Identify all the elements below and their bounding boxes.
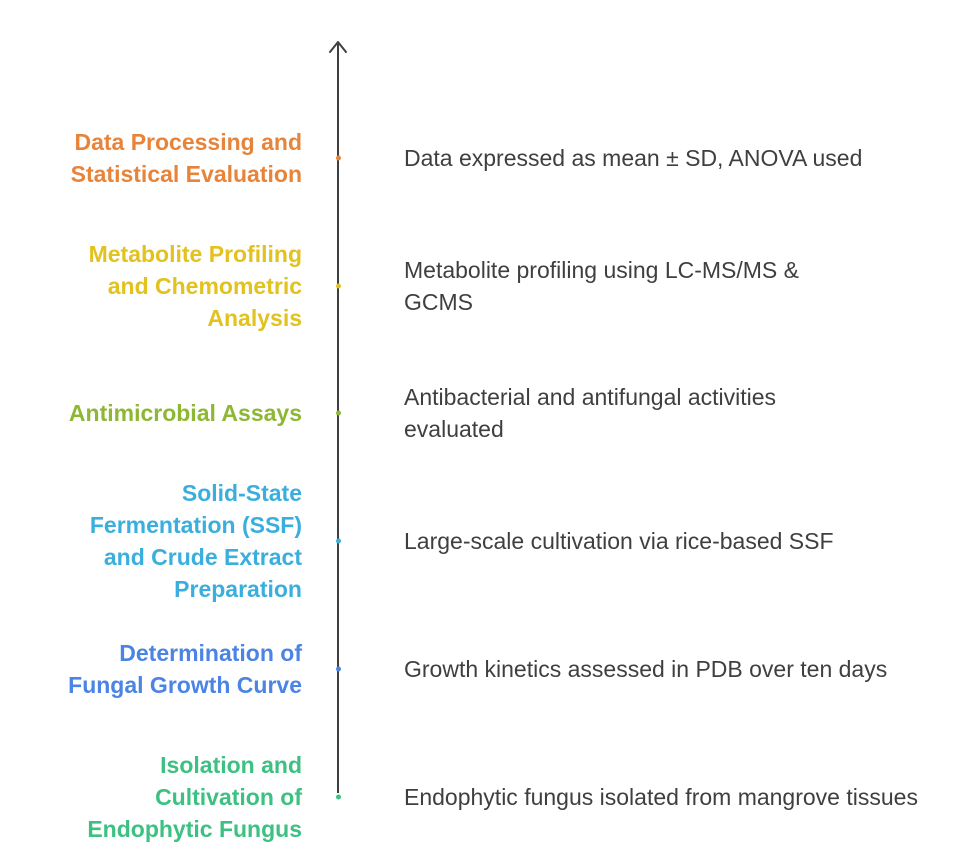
step-label-line: Cultivation of: [155, 784, 302, 810]
step-description-fungal-growth-curve: Growth kinetics assessed in PDB over ten…: [404, 656, 888, 682]
step-marker-fungal-growth-curve: [336, 666, 341, 672]
step-label-line: Fungal Growth Curve: [68, 672, 302, 698]
axis-arrowhead-icon: [329, 41, 347, 53]
step-label-line: Analysis: [207, 305, 302, 331]
step-description-antimicrobial-assays: Antibacterial and antifungal activities …: [404, 384, 777, 442]
step-label-line: Data Processing and: [74, 129, 302, 155]
step-label-antimicrobial-assays: Antimicrobial Assays: [2, 397, 302, 429]
step-label-line: Solid-State: [181, 480, 302, 506]
step-label-fungal-growth-curve: Determination of Fungal Growth Curve: [2, 637, 302, 701]
step-marker-antimicrobial-assays: [336, 410, 341, 416]
step-label-line: Isolation and: [160, 752, 302, 778]
step-label-line: Preparation: [174, 576, 302, 602]
step-label-line: Antimicrobial Assays: [68, 400, 302, 426]
step-label-line: and Chemometric: [107, 273, 302, 299]
step-label-line: Endophytic Fungus: [87, 816, 302, 842]
step-description-data-processing: Data expressed as mean ± SD, ANOVA used: [404, 145, 863, 171]
step-description-isolation-cultivation: Endophytic fungus isolated from mangrove…: [404, 784, 918, 810]
step-marker-data-processing: [336, 155, 341, 161]
step-marker-solid-state-fermentation: [336, 538, 341, 544]
step-label-line: Determination of: [119, 640, 302, 666]
step-label-line: Statistical Evaluation: [70, 161, 302, 187]
step-marker-isolation-cultivation: [336, 794, 341, 800]
step-label-line: Metabolite Profiling: [88, 241, 302, 267]
step-label-line: Fermentation (SSF): [89, 512, 302, 538]
step-description-metabolite-profiling: Metabolite profiling using LC-MS/MS & GC…: [404, 257, 799, 315]
step-description-solid-state-fermentation: Large-scale cultivation via rice-based S…: [404, 528, 834, 554]
step-label-line: and Crude Extract: [103, 544, 302, 570]
step-marker-metabolite-profiling: [336, 283, 341, 289]
